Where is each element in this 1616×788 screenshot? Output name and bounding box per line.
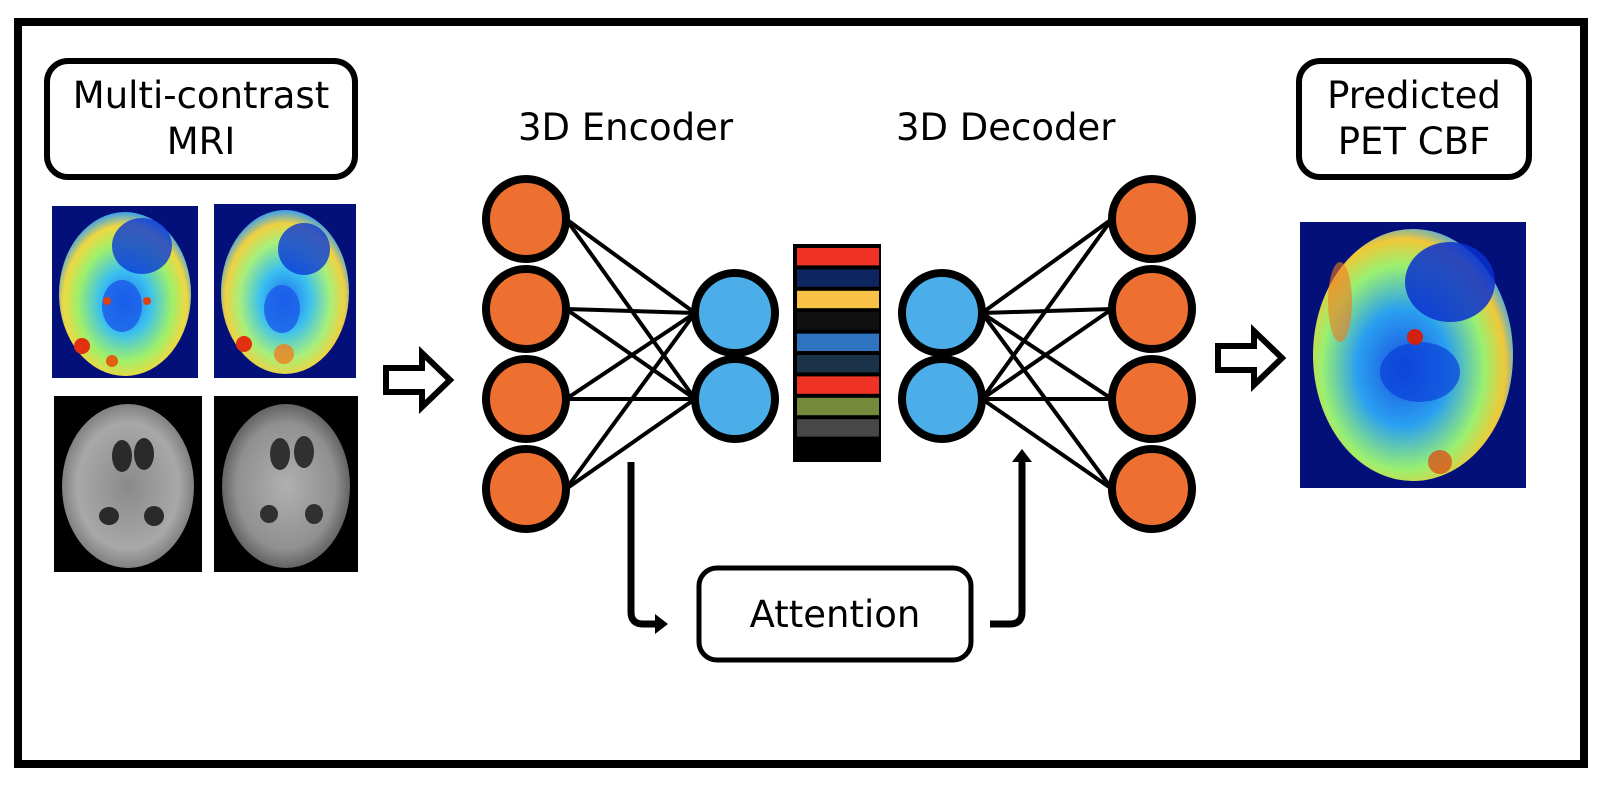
- decoder-input-node: [898, 269, 986, 357]
- input-label-box: Multi-contrast MRI: [44, 58, 358, 180]
- encoder-input-node: [482, 355, 570, 443]
- network-edges: [564, 217, 1114, 491]
- attention-label: Attention: [750, 593, 921, 636]
- output-label-box: Predicted PET CBF: [1296, 58, 1532, 180]
- decoder-output-node: [1108, 175, 1196, 263]
- encoder-title: 3D Encoder: [518, 106, 734, 149]
- encoder-edge: [564, 217, 697, 315]
- asl-cbf-map-2: [214, 204, 356, 378]
- encoder-edge: [564, 311, 697, 491]
- latent-feature-segment: [797, 376, 879, 394]
- latent-feature-segment: [797, 440, 879, 458]
- jet-brain-2-svg: [221, 210, 349, 374]
- decoder-output-node: [1108, 265, 1196, 353]
- decoder-output-node: [1108, 445, 1196, 533]
- encoder-output-node: [691, 355, 779, 443]
- skip-arrow-to-attention: [627, 462, 656, 628]
- decoder-edge: [980, 217, 1114, 315]
- gray-brain-2-svg: [222, 404, 350, 568]
- skip-arrow-head-right-icon: [655, 614, 668, 634]
- latent-feature-segment: [797, 355, 879, 373]
- output-label: Predicted PET CBF: [1327, 74, 1501, 163]
- latent-feature-segment: [797, 333, 879, 351]
- encoder-input-node: [482, 445, 570, 533]
- decoder-output-node: [1108, 355, 1196, 443]
- decoder-input-node: [898, 355, 986, 443]
- encoder-edge: [565, 307, 696, 315]
- jet-brain-output-svg: [1313, 229, 1513, 481]
- encoder-edge: [564, 397, 697, 491]
- skip-arrow-from-attention: [990, 462, 1026, 628]
- gray-brain-1-svg: [62, 404, 194, 568]
- latent-feature-segment: [797, 248, 879, 266]
- t2-flair-image: [54, 396, 202, 572]
- input-arrow-icon: [383, 345, 455, 415]
- encoder-input-node: [482, 175, 570, 263]
- encoder-input-node: [482, 265, 570, 353]
- encoder-output-node: [691, 269, 779, 357]
- predicted-pet-cbf-map: [1300, 222, 1526, 488]
- input-label: Multi-contrast MRI: [72, 74, 330, 163]
- network-nodes: [482, 175, 1196, 533]
- skip-arrow-head-up-icon: [1012, 449, 1032, 462]
- latent-feature-segment: [797, 312, 879, 330]
- decoder-title: 3D Decoder: [896, 106, 1116, 149]
- decoder-edge: [980, 307, 1114, 401]
- latent-feature-segment: [797, 269, 879, 287]
- latent-feature-segment: [797, 290, 879, 309]
- encoder-edge: [564, 311, 697, 401]
- t1-image: [214, 396, 358, 572]
- output-arrow-icon: [1215, 323, 1287, 393]
- asl-cbf-map-1: [52, 206, 198, 378]
- jet-brain-1-svg: [59, 212, 191, 376]
- attention-box: [696, 565, 974, 663]
- decoder-edge: [980, 397, 1114, 491]
- latent-vector: [793, 244, 881, 462]
- latent-feature-segment: [797, 397, 879, 416]
- decoder-edge: [980, 217, 1114, 401]
- latent-feature-segment: [797, 419, 879, 437]
